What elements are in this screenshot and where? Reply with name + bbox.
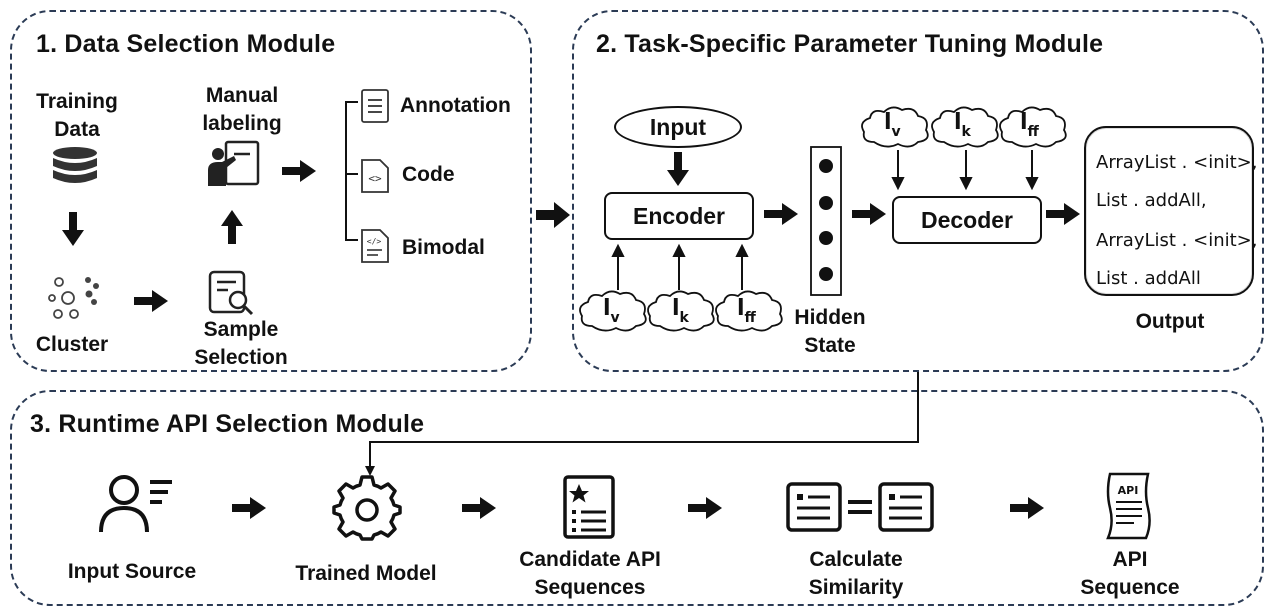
param-lff-label: lff	[1020, 110, 1039, 141]
output-line: List . addAll	[1096, 268, 1201, 289]
arrow-right-icon	[1010, 497, 1044, 519]
thin-arrows-decoder	[891, 150, 1039, 191]
step-label: Calculate Similarity	[808, 548, 904, 599]
step-label: Input Source	[67, 560, 197, 583]
step-label: Trained Model	[295, 562, 437, 585]
arrow-down-icon	[667, 152, 689, 186]
branch-bracket	[345, 101, 358, 241]
connector-line	[365, 372, 919, 476]
annotation-label: Annotation	[400, 94, 511, 117]
bimodal-doc-icon: </>	[361, 229, 389, 263]
cloud-lk-encoder	[647, 290, 715, 332]
training-data-label: Training Data	[36, 90, 118, 141]
module1-title: 1. Data Selection Module	[36, 30, 336, 58]
output-box: ArrayList . <init>, List . addAll, Array…	[1084, 126, 1258, 296]
cloud-lv-encoder	[579, 290, 647, 332]
hidden-state-vector	[810, 146, 842, 296]
arrow-right-icon	[852, 203, 886, 225]
input-oval: Input	[614, 106, 742, 148]
manual-labeling-label: Manual labeling	[202, 84, 282, 135]
arrow-up-icon	[221, 210, 243, 244]
param-lff-label: lff	[737, 296, 756, 327]
encoder-box: Encoder	[604, 192, 754, 240]
cloud-lk-decoder	[931, 106, 999, 148]
output-line: ArrayList . <init>,	[1096, 152, 1258, 173]
arrow-right-icon	[688, 497, 722, 519]
output-label: Output	[1135, 310, 1205, 333]
api-document-icon: API	[1106, 472, 1151, 540]
svg-text:</>: </>	[367, 237, 382, 246]
user-list-icon	[99, 475, 172, 533]
arrow-right-icon	[764, 203, 798, 225]
database-icon	[53, 147, 97, 183]
code-label: Code	[402, 163, 455, 186]
starred-document-icon	[563, 475, 615, 539]
arrow-right-icon	[1046, 203, 1080, 225]
param-lk-label: lk	[672, 296, 689, 327]
arrow-right-icon	[232, 497, 266, 519]
gear-icon	[332, 475, 402, 541]
bimodal-label: Bimodal	[402, 236, 485, 259]
arrow-down-icon	[62, 212, 84, 246]
sample-selection-label: Sample Selection	[194, 318, 288, 369]
step-label: Candidate API Sequences	[519, 548, 661, 599]
svg-text:<>: <>	[368, 172, 382, 185]
cloud-lff-encoder	[715, 290, 783, 332]
arrow-right-icon	[462, 497, 496, 519]
annotation-doc-icon	[361, 89, 389, 123]
cloud-lff-decoder	[999, 106, 1067, 148]
arrow-right-icon	[282, 160, 316, 182]
parameter-tuning-module	[572, 10, 1264, 372]
param-lk-label: lk	[954, 110, 971, 141]
runtime-api-selection-module	[10, 390, 1264, 606]
cluster-icon	[48, 277, 99, 319]
cloud-lv-decoder	[861, 106, 929, 148]
hidden-state-label: Hidden State	[794, 306, 866, 357]
step-label: API Sequence	[1080, 548, 1180, 599]
data-selection-module	[10, 10, 532, 372]
svg-text:API: API	[1118, 484, 1139, 497]
arrow-right-icon	[134, 290, 168, 312]
output-line: List . addAll,	[1096, 190, 1207, 211]
module3-title: 3. Runtime API Selection Module	[30, 410, 425, 438]
arrow-right-icon	[536, 202, 570, 228]
document-search-icon	[208, 270, 254, 316]
thin-arrows-encoder	[611, 243, 749, 290]
param-lv-label: lv	[884, 110, 901, 141]
param-lv-label: lv	[603, 296, 620, 327]
similarity-icon	[786, 482, 934, 532]
decoder-box: Decoder	[892, 196, 1042, 244]
output-line: ArrayList . <init>,	[1096, 230, 1258, 251]
presenter-board-icon	[208, 140, 260, 186]
code-doc-icon: <>	[361, 159, 389, 193]
module2-title: 2. Task-Specific Parameter Tuning Module	[596, 30, 1104, 58]
cluster-label: Cluster	[35, 333, 109, 356]
